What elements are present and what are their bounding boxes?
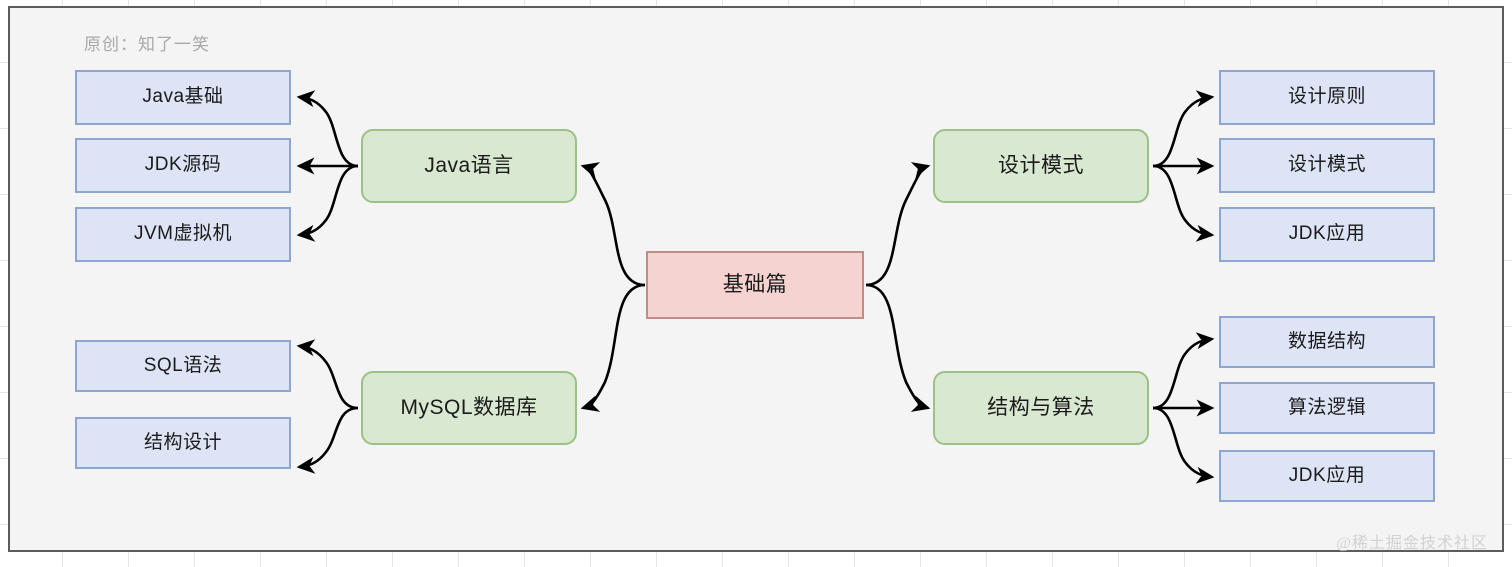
edge-design-pattern-to-jdk-app xyxy=(1152,164,1215,242)
node-design-pattern-leaf[interactable]: 设计模式 xyxy=(1219,138,1435,193)
node-jdk-app-top[interactable]: JDK应用 xyxy=(1219,207,1435,262)
node-mysql-db[interactable]: MySQL数据库 xyxy=(361,371,577,445)
edge-mysql-to-sql-syntax xyxy=(296,339,359,410)
edge-root-to-design-pattern xyxy=(865,162,931,287)
node-root[interactable]: 基础篇 xyxy=(646,251,864,319)
node-data-structure[interactable]: 数据结构 xyxy=(1219,316,1435,368)
edge-root-to-mysql xyxy=(580,283,646,412)
node-schema-design[interactable]: 结构设计 xyxy=(75,417,291,469)
edge-java-lang-to-jvm xyxy=(296,164,359,242)
node-jdk-app-bottom[interactable]: JDK应用 xyxy=(1219,450,1435,502)
node-struct-algo[interactable]: 结构与算法 xyxy=(933,371,1149,445)
node-design-pattern[interactable]: 设计模式 xyxy=(933,129,1149,203)
edge-root-to-java-lang xyxy=(580,162,646,287)
edge-struct-algo-to-data-structure xyxy=(1152,332,1215,410)
node-design-principle[interactable]: 设计原则 xyxy=(1219,70,1435,125)
edge-java-lang-to-java-basic xyxy=(296,90,359,168)
node-java-basic[interactable]: Java基础 xyxy=(75,70,291,125)
edge-struct-algo-to-jdk-app xyxy=(1152,406,1215,484)
node-algo-logic[interactable]: 算法逻辑 xyxy=(1219,382,1435,434)
node-java-lang[interactable]: Java语言 xyxy=(361,129,577,203)
node-jdk-source[interactable]: JDK源码 xyxy=(75,138,291,193)
site-watermark: @稀土掘金技术社区 xyxy=(1336,535,1488,552)
node-sql-syntax[interactable]: SQL语法 xyxy=(75,340,291,392)
edge-design-pattern-to-principle xyxy=(1152,90,1215,168)
edge-mysql-to-schema-design xyxy=(296,406,359,474)
author-credit: 原创：知了一笑 xyxy=(84,35,210,54)
edge-root-to-struct-algo xyxy=(865,283,931,412)
node-jvm[interactable]: JVM虚拟机 xyxy=(75,207,291,262)
